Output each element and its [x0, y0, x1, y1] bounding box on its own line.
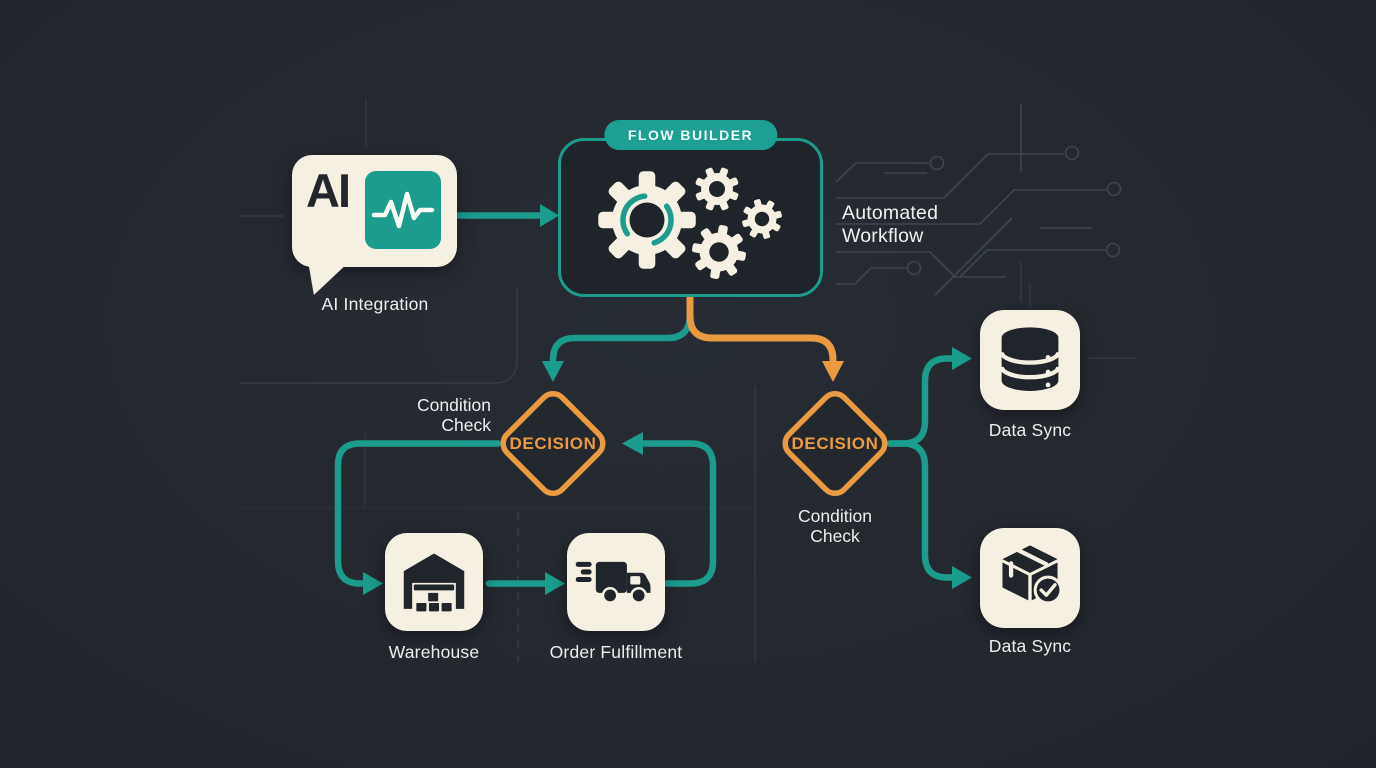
connector-flowbuilder-to-left-decision: [549, 310, 694, 367]
decision-diamonds: [500, 390, 888, 497]
decision-left-label: DECISION: [509, 434, 597, 453]
condition-check-right-caption: Condition Check: [798, 506, 872, 546]
warehouse-icon: [403, 553, 465, 612]
database-icon: [999, 327, 1061, 391]
order-fulfillment-label: Order Fulfillment: [549, 642, 683, 662]
ai-badge: AI: [306, 164, 351, 217]
connector-right-decision-to-datasync-top: [886, 355, 957, 447]
decision-right-label: DECISION: [791, 434, 879, 453]
connector-fulfillment-to-left-decision: [639, 440, 717, 587]
arrowhead: [622, 432, 643, 455]
condition-check-left-caption: Condition Check: [417, 395, 491, 435]
connector-left-decision-to-warehouse: [334, 440, 502, 587]
arrowhead: [363, 572, 383, 595]
arrowhead: [540, 204, 559, 227]
flow-builder-node: FLOW BUILDER: [558, 120, 823, 297]
connector-flowbuilder-to-right-decision: [686, 290, 837, 367]
circuit-traces-icon: [835, 104, 1122, 296]
order-fulfillment-node: [567, 533, 665, 631]
arrowhead: [822, 361, 844, 382]
automated-workflow-label: Automated Workflow: [842, 202, 939, 247]
warehouse-node: [385, 533, 483, 631]
warehouse-label: Warehouse: [388, 642, 480, 662]
decision-diamond-left: [500, 390, 606, 497]
package-check-icon: [1002, 545, 1063, 605]
flow-builder-badge: FLOW BUILDER: [603, 120, 778, 150]
data-sync-database-node: [980, 310, 1080, 410]
arrowhead: [952, 347, 972, 370]
arrowhead: [542, 361, 564, 382]
ai-integration-label: AI Integration: [321, 294, 429, 314]
delivery-truck-icon: [575, 561, 651, 604]
arrowhead: [545, 572, 565, 595]
decision-diamond-right: [782, 390, 888, 497]
arrowhead: [952, 566, 972, 589]
connector-right-decision-to-datasync-bottom: [886, 440, 957, 581]
data-sync-package-node: [980, 528, 1080, 628]
pulse-waveform-icon: [365, 171, 441, 249]
data-sync-bottom-label: Data Sync: [988, 636, 1072, 656]
ai-integration-node: AI: [292, 155, 457, 295]
data-sync-top-label: Data Sync: [988, 420, 1072, 440]
gears-icon: [598, 160, 790, 284]
connectors: [334, 212, 957, 587]
arrowheads: [363, 204, 972, 595]
